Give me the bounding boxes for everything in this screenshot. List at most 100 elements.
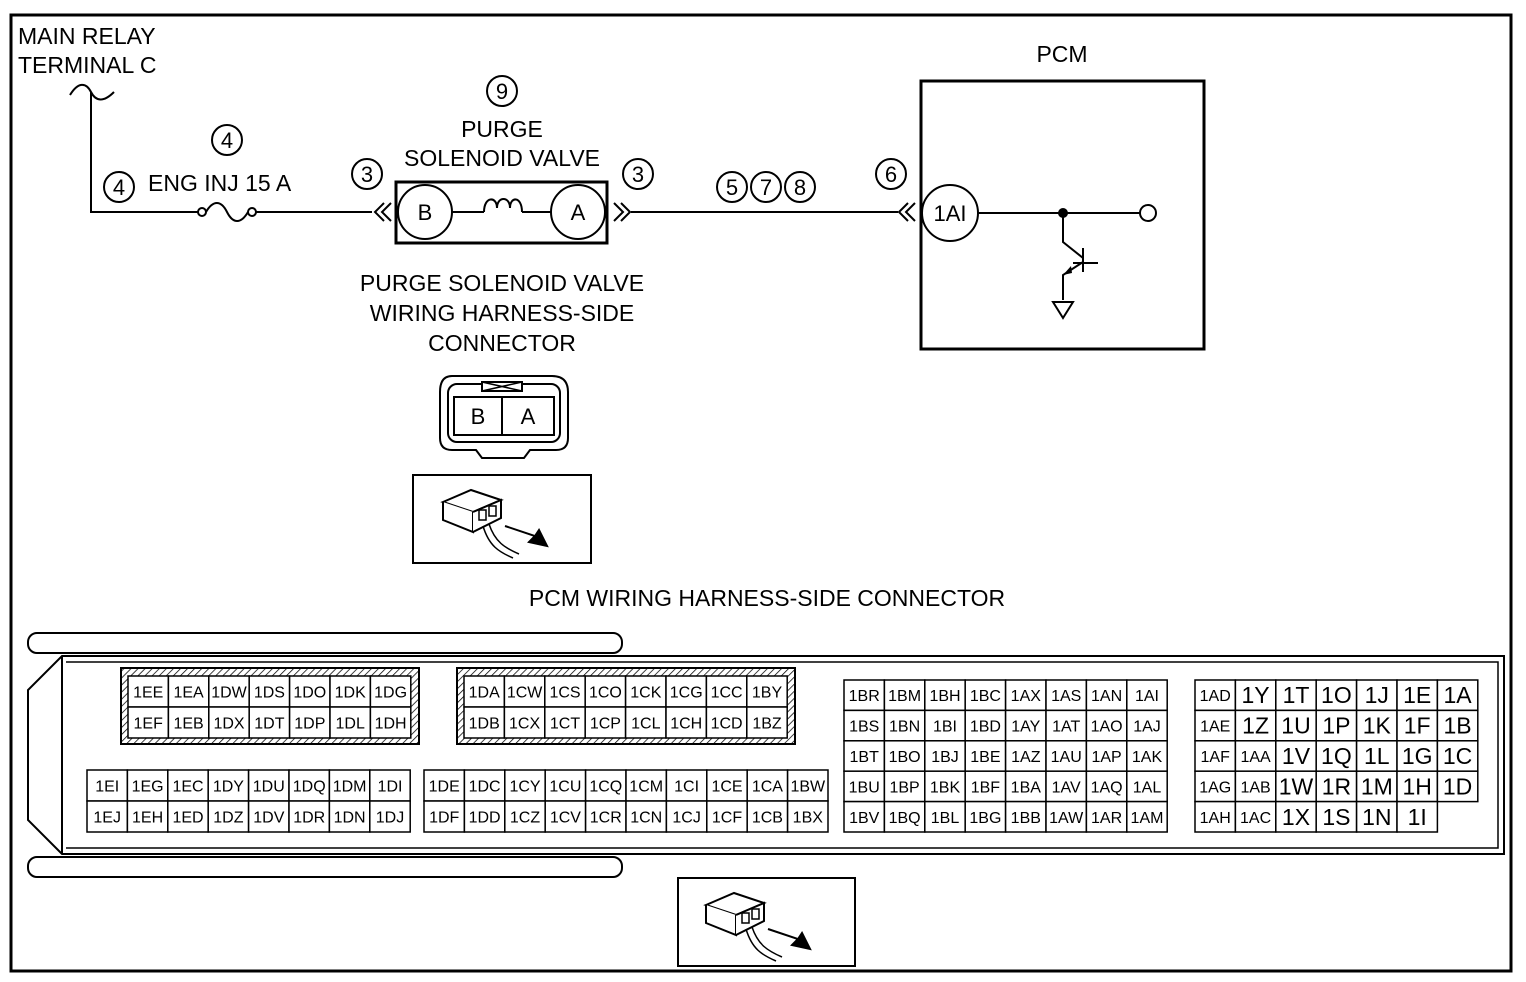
terminal-cell-label: 1K (1363, 713, 1392, 739)
terminal-cell-label: 1BO (889, 749, 921, 766)
terminal-cell-label: 1AC (1240, 810, 1271, 827)
terminal-cell-label: 1CX (509, 716, 540, 733)
valve-terminal-b-label: B (418, 200, 433, 225)
terminal-cell-label: 1W (1279, 773, 1314, 799)
terminal-cell-label: 1D (1443, 773, 1472, 799)
terminal-cell-label: 1CT (550, 716, 580, 733)
terminal-cell (369, 675, 412, 708)
terminal-cell-label: 1AS (1051, 688, 1081, 705)
terminal-cell-label: 1V (1282, 743, 1311, 769)
terminal-cell-label: 1X (1282, 804, 1310, 830)
connector-tab-top (27, 632, 623, 654)
circled-number-text: 3 (361, 162, 373, 187)
terminal-cell-label: 1DQ (293, 779, 326, 796)
terminal-cell-label: 1AP (1091, 749, 1121, 766)
circled-number (784, 171, 816, 203)
valve-connector-label-line2: WIRING HARNESS-SIDE (370, 300, 635, 326)
valve-connector-label-line1: PURGE SOLENOID VALVE (360, 270, 644, 296)
terminal-cell-label: 1DC (469, 779, 501, 796)
terminal-cell (86, 769, 129, 802)
terminal-cell-label: 1CU (549, 779, 581, 796)
terminal-cell (746, 800, 789, 833)
terminal-cell-label: 1DD (469, 810, 501, 827)
terminal-cell (584, 706, 627, 739)
terminal-cell (369, 800, 411, 833)
terminal-cell (625, 800, 668, 833)
valve-label-line1: PURGE (461, 116, 543, 142)
terminal-cell (1126, 770, 1168, 803)
terminal-cell-label: 1A (1444, 682, 1473, 708)
valve-connector-cavities (453, 396, 555, 436)
terminal-cell-label: 1BC (970, 688, 1001, 705)
terminal-cell-label: 1AT (1052, 719, 1080, 736)
terminal-cell (328, 769, 371, 802)
terminal-cell (1355, 679, 1398, 712)
terminal-cell-label: 1AF (1201, 749, 1231, 766)
valve-terminal-a-label: A (571, 200, 586, 225)
terminal-cell (1126, 740, 1168, 772)
terminal-cell-label: 1EJ (93, 810, 121, 827)
terminal-cell-label: 1CB (752, 810, 783, 827)
terminal-cell-label: 1DO (293, 685, 326, 702)
fuse-label: ENG INJ 15 A (148, 170, 292, 196)
terminal-cell-label: 1CL (631, 716, 660, 733)
terminal-cell (167, 800, 209, 833)
terminal-cell-label: 1N (1362, 804, 1391, 830)
circled-number (103, 171, 135, 203)
terminal-cell-label: 1Z (1242, 713, 1269, 739)
circled-number-text: 6 (885, 162, 897, 187)
terminal-cell-label: 1DJ (376, 810, 404, 827)
view-direction-box (412, 474, 592, 564)
terminal-cell-label: 1CI (674, 779, 699, 796)
terminal-cell (665, 706, 708, 739)
terminal-cell-label: 1DK (335, 685, 366, 702)
pcm-output-terminal (1139, 204, 1157, 222)
terminal-cell (1275, 800, 1317, 833)
terminal-cell (1355, 770, 1398, 803)
terminal-cell (964, 679, 1007, 712)
terminal-cell-label: 1EA (173, 685, 204, 702)
terminal-cell-label: 1BM (888, 688, 921, 705)
ground-icon (1051, 301, 1075, 320)
terminal-cell-label: 1DV (253, 810, 284, 827)
terminal-cell (1275, 770, 1317, 803)
pcm-connector-inner (66, 661, 1499, 849)
terminal-cell-label: 1AI (1135, 688, 1159, 705)
transistor-arrow (1063, 266, 1072, 275)
terminal-cell-label: 1BB (1011, 810, 1041, 827)
terminal-cell (369, 706, 412, 739)
terminal-cell-label: 1ED (172, 810, 203, 827)
terminal-cell-label: 1AD (1200, 688, 1231, 705)
terminal-cell-label: 1DZ (213, 810, 243, 827)
terminal-cell-label: 1DG (374, 685, 407, 702)
terminal-cell-label: 1CQ (589, 779, 622, 796)
pcm-connector-label: PCM WIRING HARNESS-SIDE CONNECTOR (529, 585, 1005, 611)
circled-number-text: 4 (113, 175, 125, 200)
terminal-cell-label: 1AG (1199, 779, 1231, 796)
terminal-cell (746, 675, 788, 708)
terminal-cell (504, 769, 546, 802)
terminal-cell-label: 1CK (630, 685, 661, 702)
connector-view-icon (440, 488, 549, 559)
terminal-cell-label: 1BQ (889, 810, 921, 827)
fuse-terminal-left (197, 207, 207, 217)
terminal-cell (746, 706, 788, 739)
terminal-cell (843, 709, 886, 742)
terminal-cell (1315, 709, 1358, 742)
terminal-cell (167, 706, 210, 739)
terminal-cell-label: 1CD (711, 716, 743, 733)
terminal-cell (1436, 679, 1479, 712)
connector-symbol-left (373, 202, 392, 222)
terminal-cell-label: 1DH (375, 716, 407, 733)
terminal-cell-label: 1DE (429, 779, 460, 796)
circled-number (486, 75, 518, 107)
diagram-frame (9, 13, 1513, 973)
circled-number-text: 4 (221, 128, 233, 153)
terminal-cell-label: 1BV (849, 810, 880, 827)
terminal-cell (1315, 740, 1358, 772)
terminal-cell (1194, 679, 1237, 712)
terminal-cell-label: 1BJ (931, 749, 959, 766)
terminal-cell-label: 1M (1361, 773, 1393, 799)
